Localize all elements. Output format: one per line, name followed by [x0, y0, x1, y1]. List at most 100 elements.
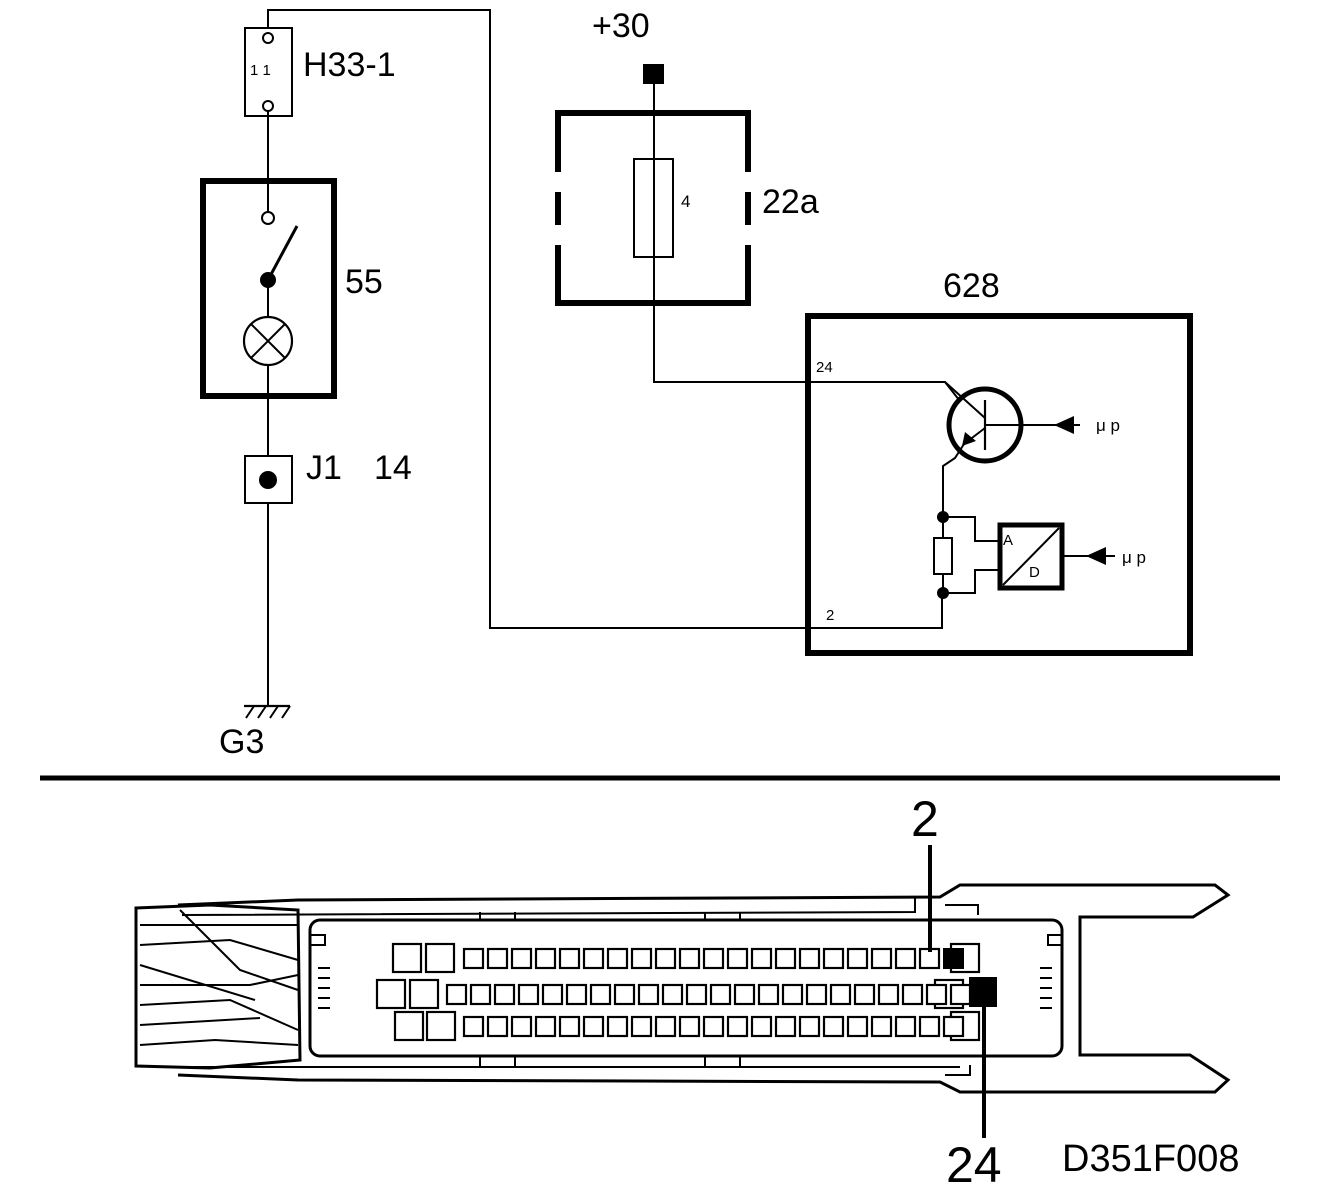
connector-pin	[630, 1015, 653, 1038]
connector-pin	[661, 983, 684, 1006]
connector-pin	[637, 983, 660, 1006]
connector-pin	[589, 983, 612, 1006]
control-module-label: 628	[943, 267, 1000, 305]
wire-h33-to-module-pin2	[267, 9, 943, 629]
connector-pin	[606, 947, 629, 970]
connector-pin	[582, 1015, 605, 1038]
connector-pin	[877, 983, 900, 1006]
connector-pin	[894, 1015, 917, 1038]
junction-pin-label: 14	[374, 449, 412, 487]
connector-pin	[774, 947, 797, 970]
connector-pin	[469, 983, 492, 1006]
connector-large-pin	[391, 942, 423, 974]
fuse-holder-h33-1: 1 1	[244, 27, 293, 117]
connector-pin	[606, 1015, 629, 1038]
connector-pin	[558, 1015, 581, 1038]
switch-lamp-unit-55	[200, 178, 337, 399]
connector-pin	[685, 983, 708, 1006]
connector-pin	[510, 1015, 533, 1038]
connector-pin	[774, 1015, 797, 1038]
supply-terminal-icon	[643, 64, 664, 84]
wire-supply-to-module-pin24	[653, 84, 968, 411]
connector-pin	[822, 1015, 845, 1038]
control-module-628	[805, 313, 1193, 656]
lamp-icon	[242, 315, 294, 367]
connector-pin	[486, 1015, 509, 1038]
connector-pin-24-label: 24	[946, 1137, 1002, 1190]
connector-large-pin	[393, 1010, 425, 1042]
connector-pin	[678, 1015, 701, 1038]
reference-code: D351F008	[1062, 1138, 1239, 1180]
connector-pin	[942, 1015, 965, 1038]
connector-pin	[654, 947, 677, 970]
connector-pin	[462, 947, 485, 970]
supply-label: +30	[592, 7, 650, 45]
connector-pin	[534, 947, 557, 970]
microprocessor-label-2: μ p	[1122, 548, 1146, 567]
junction-j1	[244, 455, 293, 504]
connector-pin	[510, 947, 533, 970]
connector-pin	[918, 1015, 941, 1038]
connector-pin	[949, 983, 972, 1006]
connector-pin	[558, 947, 581, 970]
connector-pin	[829, 983, 852, 1006]
connector-pin-field	[375, 942, 997, 1042]
connector-pin	[798, 947, 821, 970]
connector-pin	[613, 983, 636, 1006]
connector-pin	[709, 983, 732, 1006]
connector-large-pin	[425, 1010, 457, 1042]
connector-pin	[654, 1015, 677, 1038]
connector-pin	[565, 983, 588, 1006]
junction-label: J1	[306, 449, 342, 487]
connector-pin-2	[943, 948, 964, 969]
wire-transistor-to-sense	[942, 443, 965, 517]
connector-pin	[493, 983, 516, 1006]
adc-a-label: A	[1003, 532, 1013, 549]
fuse-holder-pin-label: 1 1	[250, 62, 271, 79]
connector-pin	[678, 947, 701, 970]
switch-lever-icon	[266, 225, 299, 281]
connector-pin	[517, 983, 540, 1006]
connector-pin	[757, 983, 780, 1006]
module-pin-2-label: 2	[826, 607, 834, 624]
fuse-number-label: 4	[681, 192, 690, 211]
fuse-holder-label: H33-1	[303, 46, 396, 84]
switch-contact-icon	[261, 211, 275, 225]
connector-pin	[582, 947, 605, 970]
connector-pin	[486, 947, 509, 970]
connector-large-pin	[424, 942, 456, 974]
connector-pin	[534, 1015, 557, 1038]
connector-pin	[445, 983, 468, 1006]
connector-pin	[853, 983, 876, 1006]
connector-pin	[925, 983, 948, 1006]
microprocessor-label-1: μ p	[1096, 416, 1120, 435]
resistor-icon	[933, 537, 953, 575]
connector-pin	[798, 1015, 821, 1038]
connector-pin	[846, 947, 869, 970]
fuse-box-label: 22a	[762, 183, 819, 221]
connector-pin	[822, 947, 845, 970]
ground-icon	[244, 704, 291, 719]
connector-pin	[894, 947, 917, 970]
switch-unit-label: 55	[345, 263, 383, 301]
connector-pin	[846, 1015, 869, 1038]
connector-pin-2-label: 2	[911, 791, 939, 847]
connector-pin	[750, 1015, 773, 1038]
connector-pin	[726, 1015, 749, 1038]
connector-pin	[781, 983, 804, 1006]
connector-pin	[870, 947, 893, 970]
connector-pin	[726, 947, 749, 970]
connector-pin	[733, 983, 756, 1006]
adc-d-label: D	[1029, 564, 1040, 581]
connector-pin	[702, 947, 725, 970]
connector-pin	[541, 983, 564, 1006]
connector-pin	[805, 983, 828, 1006]
connector-pin	[630, 947, 653, 970]
module-pin-24-label: 24	[816, 359, 833, 376]
connector-pin	[750, 947, 773, 970]
connector-large-pin	[375, 978, 407, 1010]
connector-pin	[870, 1015, 893, 1038]
connector-pin	[901, 983, 924, 1006]
connector-large-pin	[408, 978, 440, 1010]
